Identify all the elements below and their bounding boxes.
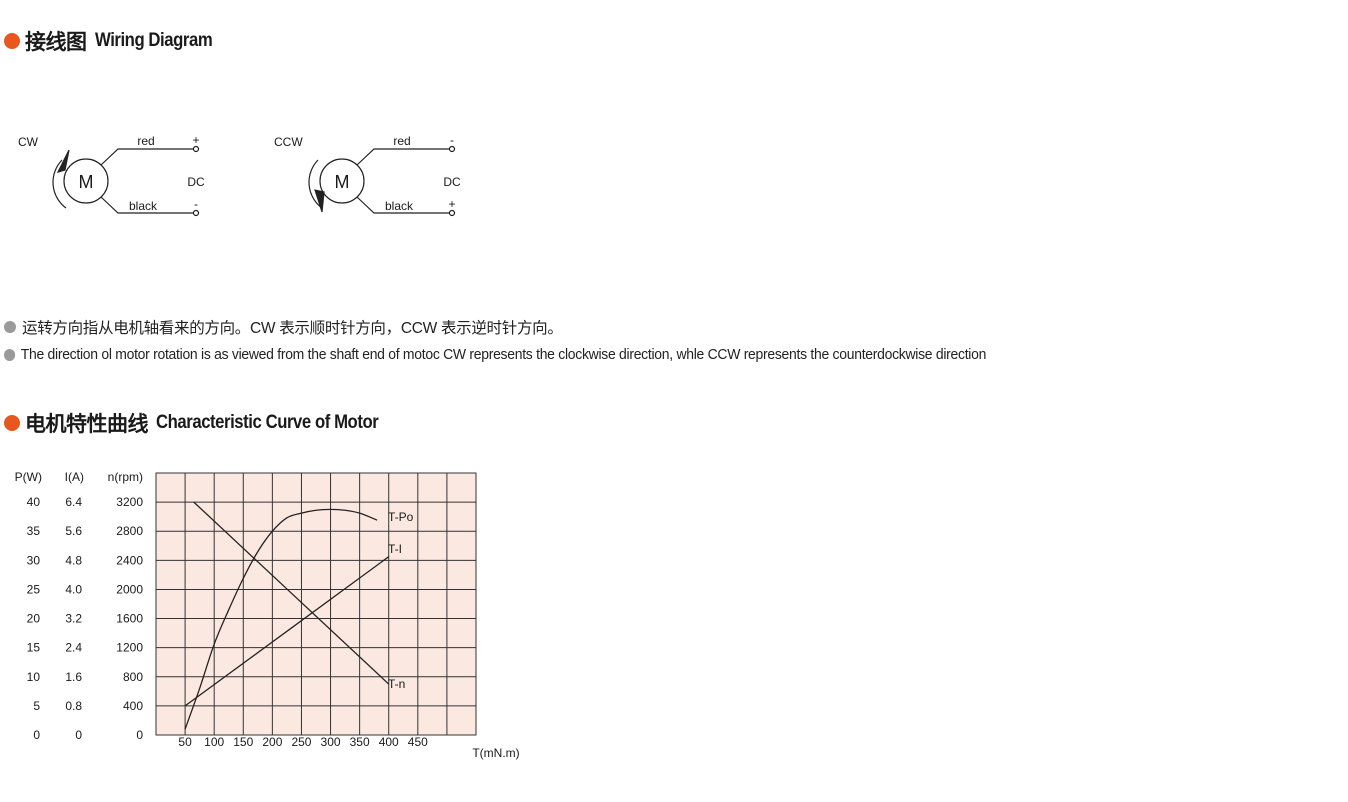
y-tick-label: 4.8 [65, 553, 82, 567]
terminal-icon [192, 209, 200, 217]
y-tick-label: 1.6 [65, 670, 82, 684]
top-sign: + [192, 133, 199, 147]
terminal-icon [192, 145, 200, 153]
rotation-arrow-icon [314, 189, 325, 213]
heading-cn: 电机特性曲线 [25, 413, 149, 436]
terminal-icon [448, 209, 456, 217]
note-text: The direction ol motor rotation is as vi… [20, 346, 987, 363]
rotation-arrow-icon [56, 149, 70, 173]
x-tick-label: 200 [262, 735, 282, 749]
y-tick-label: 6.4 [65, 495, 82, 509]
y-axis-label: I(A) [65, 470, 84, 484]
y-tick-label: 2000 [116, 582, 143, 596]
bottom-wire [356, 196, 449, 214]
y-tick-label: 3200 [116, 495, 143, 509]
series-label: T-Po [388, 510, 414, 524]
motor-circle [63, 158, 109, 204]
x-tick-label: 250 [291, 735, 311, 749]
heading-bullet-icon [4, 415, 20, 431]
terminal-icon [448, 145, 456, 153]
top-wire [100, 148, 193, 166]
y-tick-label: 35 [27, 524, 41, 538]
y-tick-label: 1200 [116, 641, 143, 655]
ccw-label: CCW [274, 135, 303, 149]
heading-cn: 接线图 [25, 31, 87, 54]
y-tick-label: 3.2 [65, 612, 82, 626]
x-tick-label: 300 [321, 735, 341, 749]
y-tick-label: 0 [33, 728, 40, 742]
rotation-arc [308, 159, 323, 209]
bottom-sign: - [194, 197, 198, 211]
bottom-wire [100, 196, 193, 214]
y-tick-label: 40 [27, 495, 41, 509]
top-wire [356, 148, 449, 166]
y-tick-label: 10 [27, 670, 41, 684]
heading-en: Characteristic Curve of Motor [156, 412, 379, 433]
y-tick-label: 30 [27, 553, 41, 567]
x-tick-label: 400 [379, 735, 399, 749]
bullet-icon [4, 348, 16, 361]
x-tick-label: 100 [204, 735, 224, 749]
y-tick-label: 800 [123, 670, 143, 684]
y-tick-label: 2.4 [65, 641, 82, 655]
y-tick-label: 15 [27, 641, 41, 655]
rotation-arc [52, 159, 67, 209]
x-axis-label: T(mN.m) [472, 746, 519, 760]
bottom-wire-label: black [129, 199, 158, 213]
note-en: The direction ol motor rotation is as vi… [4, 346, 986, 363]
bottom-sign: + [448, 197, 455, 211]
curve-heading: 电机特性曲线 Characteristic Curve of Motor [4, 408, 409, 438]
series-label: T-I [388, 542, 402, 556]
y-tick-label: 2800 [116, 524, 143, 538]
series-label: T-n [388, 677, 405, 691]
x-tick-label: 350 [350, 735, 370, 749]
y-tick-label: 400 [123, 699, 143, 713]
x-tick-label: 150 [233, 735, 253, 749]
series-line-t-n [193, 501, 390, 685]
y-tick-label: 5.6 [65, 524, 82, 538]
note-cn: 运转方向指从电机轴看来的方向。CW 表示顺时针方向，CCW 表示逆时针方向。 [4, 316, 563, 338]
y-axis-label: n(rpm) [108, 470, 143, 484]
heading-bullet-icon [4, 33, 20, 49]
y-tick-label: 5 [33, 699, 40, 713]
series-line-t-po [184, 508, 378, 730]
x-tick-label: 50 [178, 735, 192, 749]
y-tick-label: 0 [136, 728, 143, 742]
motor-label: M [79, 172, 94, 192]
y-tick-label: 1600 [116, 612, 143, 626]
top-sign: - [450, 133, 454, 147]
top-wire-label: red [393, 134, 410, 148]
y-tick-label: 20 [27, 612, 41, 626]
x-tick-label: 450 [408, 735, 428, 749]
supply-label: DC [187, 175, 205, 189]
heading-en: Wiring Diagram [94, 30, 213, 51]
supply-label: DC [443, 175, 461, 189]
y-tick-label: 2400 [116, 553, 143, 567]
note-text: 运转方向指从电机轴看来的方向。CW 表示顺时针方向，CCW 表示逆时针方向。 [22, 320, 563, 337]
wiring-heading: 接线图 Wiring Diagram [4, 26, 228, 56]
top-wire-label: red [137, 134, 154, 148]
series-line-t-i [184, 556, 390, 707]
y-tick-label: 0.8 [65, 699, 82, 713]
bullet-icon [4, 321, 16, 333]
motor-circle [319, 158, 365, 204]
bottom-wire-label: black [385, 199, 414, 213]
cw-label: CW [18, 135, 39, 149]
y-tick-label: 25 [27, 582, 41, 596]
y-axis-label: P(W) [15, 470, 42, 484]
y-tick-label: 4.0 [65, 582, 82, 596]
y-tick-label: 0 [75, 728, 82, 742]
motor-label: M [335, 172, 350, 192]
